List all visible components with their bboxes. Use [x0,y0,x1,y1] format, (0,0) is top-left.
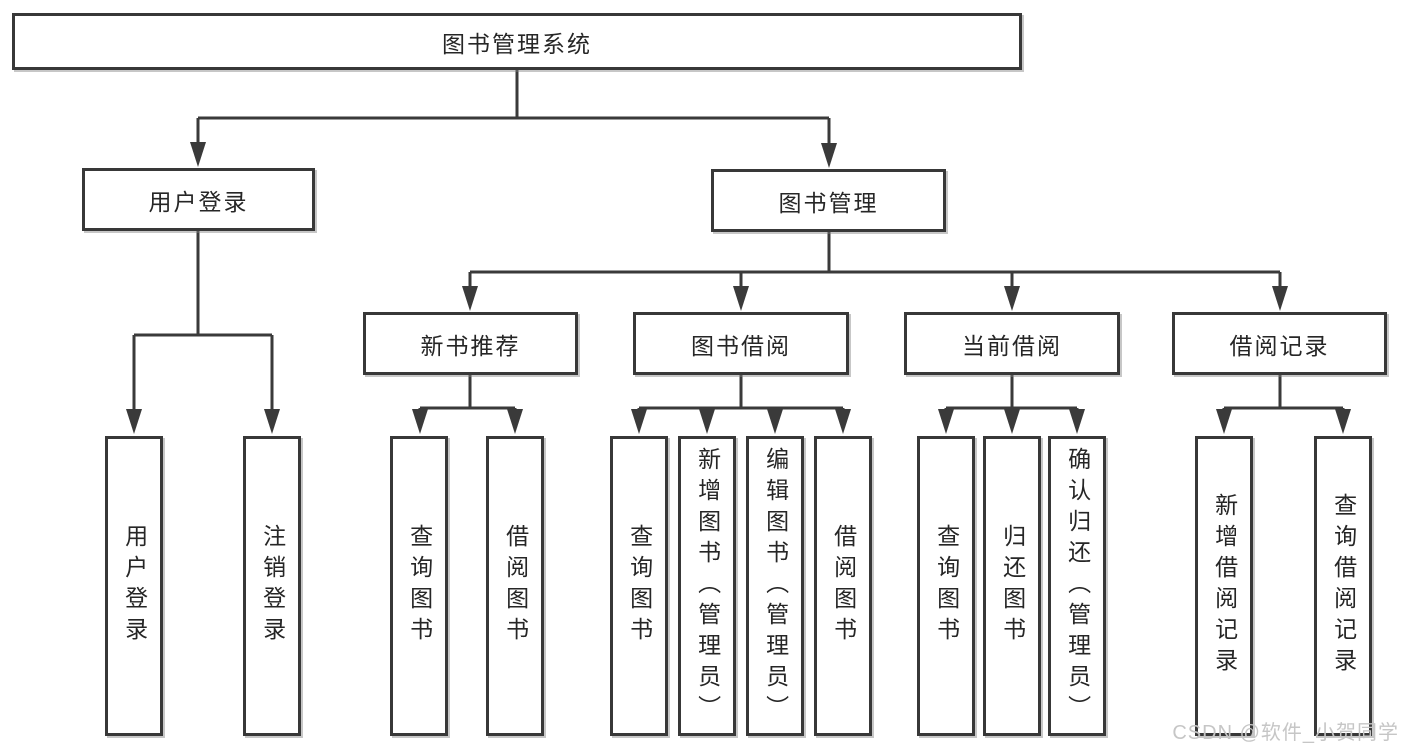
node-user-login-label: 用户登录 [148,188,249,215]
leaf-borrow-books: 借阅图书 [814,436,872,736]
node-root: 图书管理系统 [12,13,1022,70]
leaf-borrow-books-label: 借阅图书 [830,524,857,648]
leaf-user-login-label: 用户登录 [121,524,148,648]
leaf-add-books-admin: 新增图书（管理员） [678,436,736,736]
leaf-add-books-admin-label: 新增图书（管理员） [694,446,721,726]
leaf-edit-books-admin: 编辑图书（管理员） [746,436,804,736]
node-book-borrowing-label: 图书借阅 [691,332,791,359]
node-book-borrowing: 图书借阅 [633,312,849,375]
node-current-borrowing: 当前借阅 [904,312,1120,375]
leaf-borrow-books-recommend-label: 借阅图书 [502,524,529,648]
leaf-query-borrow-record: 查询借阅记录 [1314,436,1372,736]
leaf-confirm-return-admin-label: 确认归还（管理员） [1064,446,1091,726]
leaf-query-borrow-record-label: 查询借阅记录 [1330,493,1357,679]
leaf-query-books-current-label: 查询图书 [933,524,960,648]
leaf-query-books-recommend: 查询图书 [390,436,448,736]
node-book-management: 图书管理 [711,169,946,232]
arrowhead-icons [126,142,1351,434]
leaf-query-books-borrow: 查询图书 [610,436,668,736]
leaf-logout: 注销登录 [243,436,301,736]
leaf-confirm-return-admin: 确认归还（管理员） [1048,436,1106,736]
watermark: CSDN @软件_小贺同学 [1172,722,1399,744]
leaf-return-books: 归还图书 [983,436,1041,736]
node-root-label: 图书管理系统 [442,30,592,57]
leaf-query-books-current: 查询图书 [917,436,975,736]
leaf-query-books-borrow-label: 查询图书 [626,524,653,648]
leaf-query-books-recommend-label: 查询图书 [406,524,433,648]
leaf-user-login: 用户登录 [105,436,163,736]
node-user-login: 用户登录 [82,168,315,231]
node-current-borrowing-label: 当前借阅 [962,332,1062,359]
node-book-management-label: 图书管理 [778,189,879,216]
node-borrow-records: 借阅记录 [1172,312,1387,375]
node-new-book-recommendation-label: 新书推荐 [420,332,521,359]
leaf-edit-books-admin-label: 编辑图书（管理员） [762,446,789,726]
leaf-borrow-books-recommend: 借阅图书 [486,436,544,736]
leaf-return-books-label: 归还图书 [999,524,1026,648]
node-new-book-recommendation: 新书推荐 [363,312,578,375]
leaf-logout-label: 注销登录 [259,524,286,648]
leaf-add-borrow-record: 新增借阅记录 [1195,436,1253,736]
node-borrow-records-label: 借阅记录 [1229,332,1330,359]
leaf-add-borrow-record-label: 新增借阅记录 [1211,493,1238,679]
